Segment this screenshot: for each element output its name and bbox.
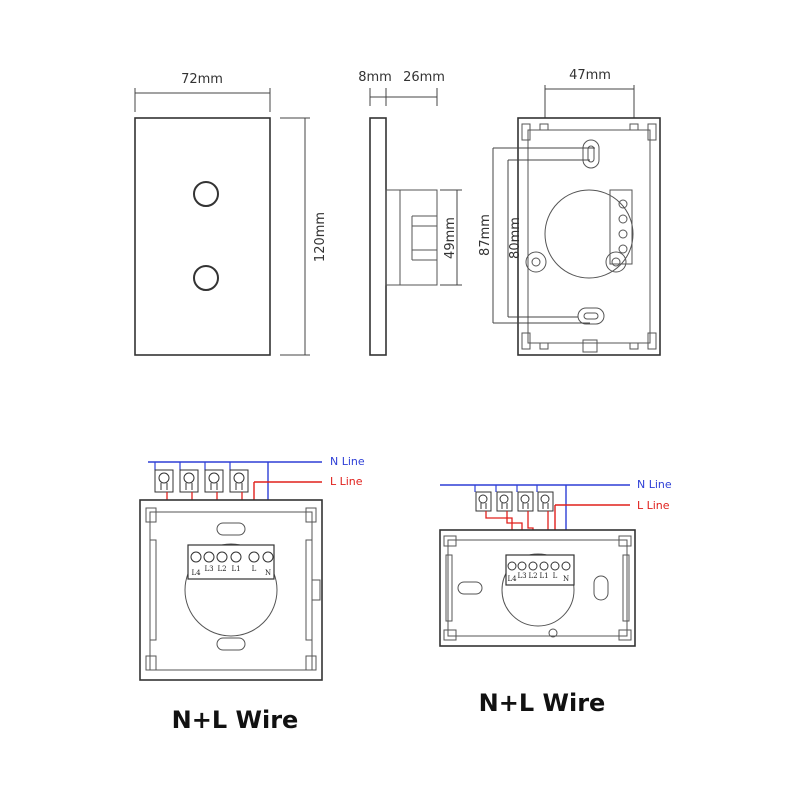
back-view: 47mm 87mm [478, 68, 661, 356]
terminal-label: L2 [528, 572, 537, 580]
back-width-label: 47mm [569, 68, 611, 83]
front-width-label: 72mm [181, 72, 223, 87]
wiring-diagram-right: N Line L Line L4 L3 L2 [439, 478, 672, 717]
l-line-label: L Line [330, 475, 363, 488]
side-plate [369, 117, 387, 356]
terminal-label: L3 [204, 565, 213, 573]
terminal-label: L2 [217, 565, 226, 573]
terminal-label: L1 [231, 565, 240, 573]
back-hole-b-label: 80mm [508, 217, 523, 259]
l-line-label: L Line [637, 499, 670, 512]
terminal-label: L [553, 572, 558, 580]
wiring-right-caption: N+L Wire [479, 689, 606, 717]
bottom-mount-slot [577, 307, 605, 325]
side-body [385, 189, 438, 286]
terminal-label: L1 [539, 572, 548, 580]
terminal-label: L3 [517, 572, 526, 580]
n-line-label: N Line [637, 478, 672, 491]
terminal-label: L4 [191, 569, 201, 577]
touch-button-1 [193, 181, 219, 207]
n-line-label: N Line [330, 455, 365, 468]
side-depth-label: 26mm [403, 70, 445, 85]
front-plate [134, 117, 271, 356]
side-view: 8mm 26mm 49mm [358, 70, 462, 356]
back-module [544, 189, 634, 279]
side-plate-label: 8mm [358, 70, 392, 85]
back-box [517, 117, 661, 356]
wiring-left-box [139, 499, 323, 681]
back-hole-a-label: 87mm [478, 214, 493, 256]
wiring-left-caption: N+L Wire [172, 706, 299, 734]
side-body-label: 49mm [443, 217, 458, 259]
terminal-label: N [265, 569, 271, 577]
terminal-label: L4 [507, 575, 517, 583]
top-mount-slot [582, 139, 600, 169]
terminal-label: L [252, 565, 257, 573]
front-height-label: 120mm [313, 212, 328, 262]
terminal-label: N [563, 575, 569, 583]
wiring-right-box [439, 529, 636, 647]
touch-button-2 [193, 265, 219, 291]
front-view: 72mm 120mm [134, 72, 328, 356]
wiring-diagram-left: N Line L Line [139, 455, 365, 734]
